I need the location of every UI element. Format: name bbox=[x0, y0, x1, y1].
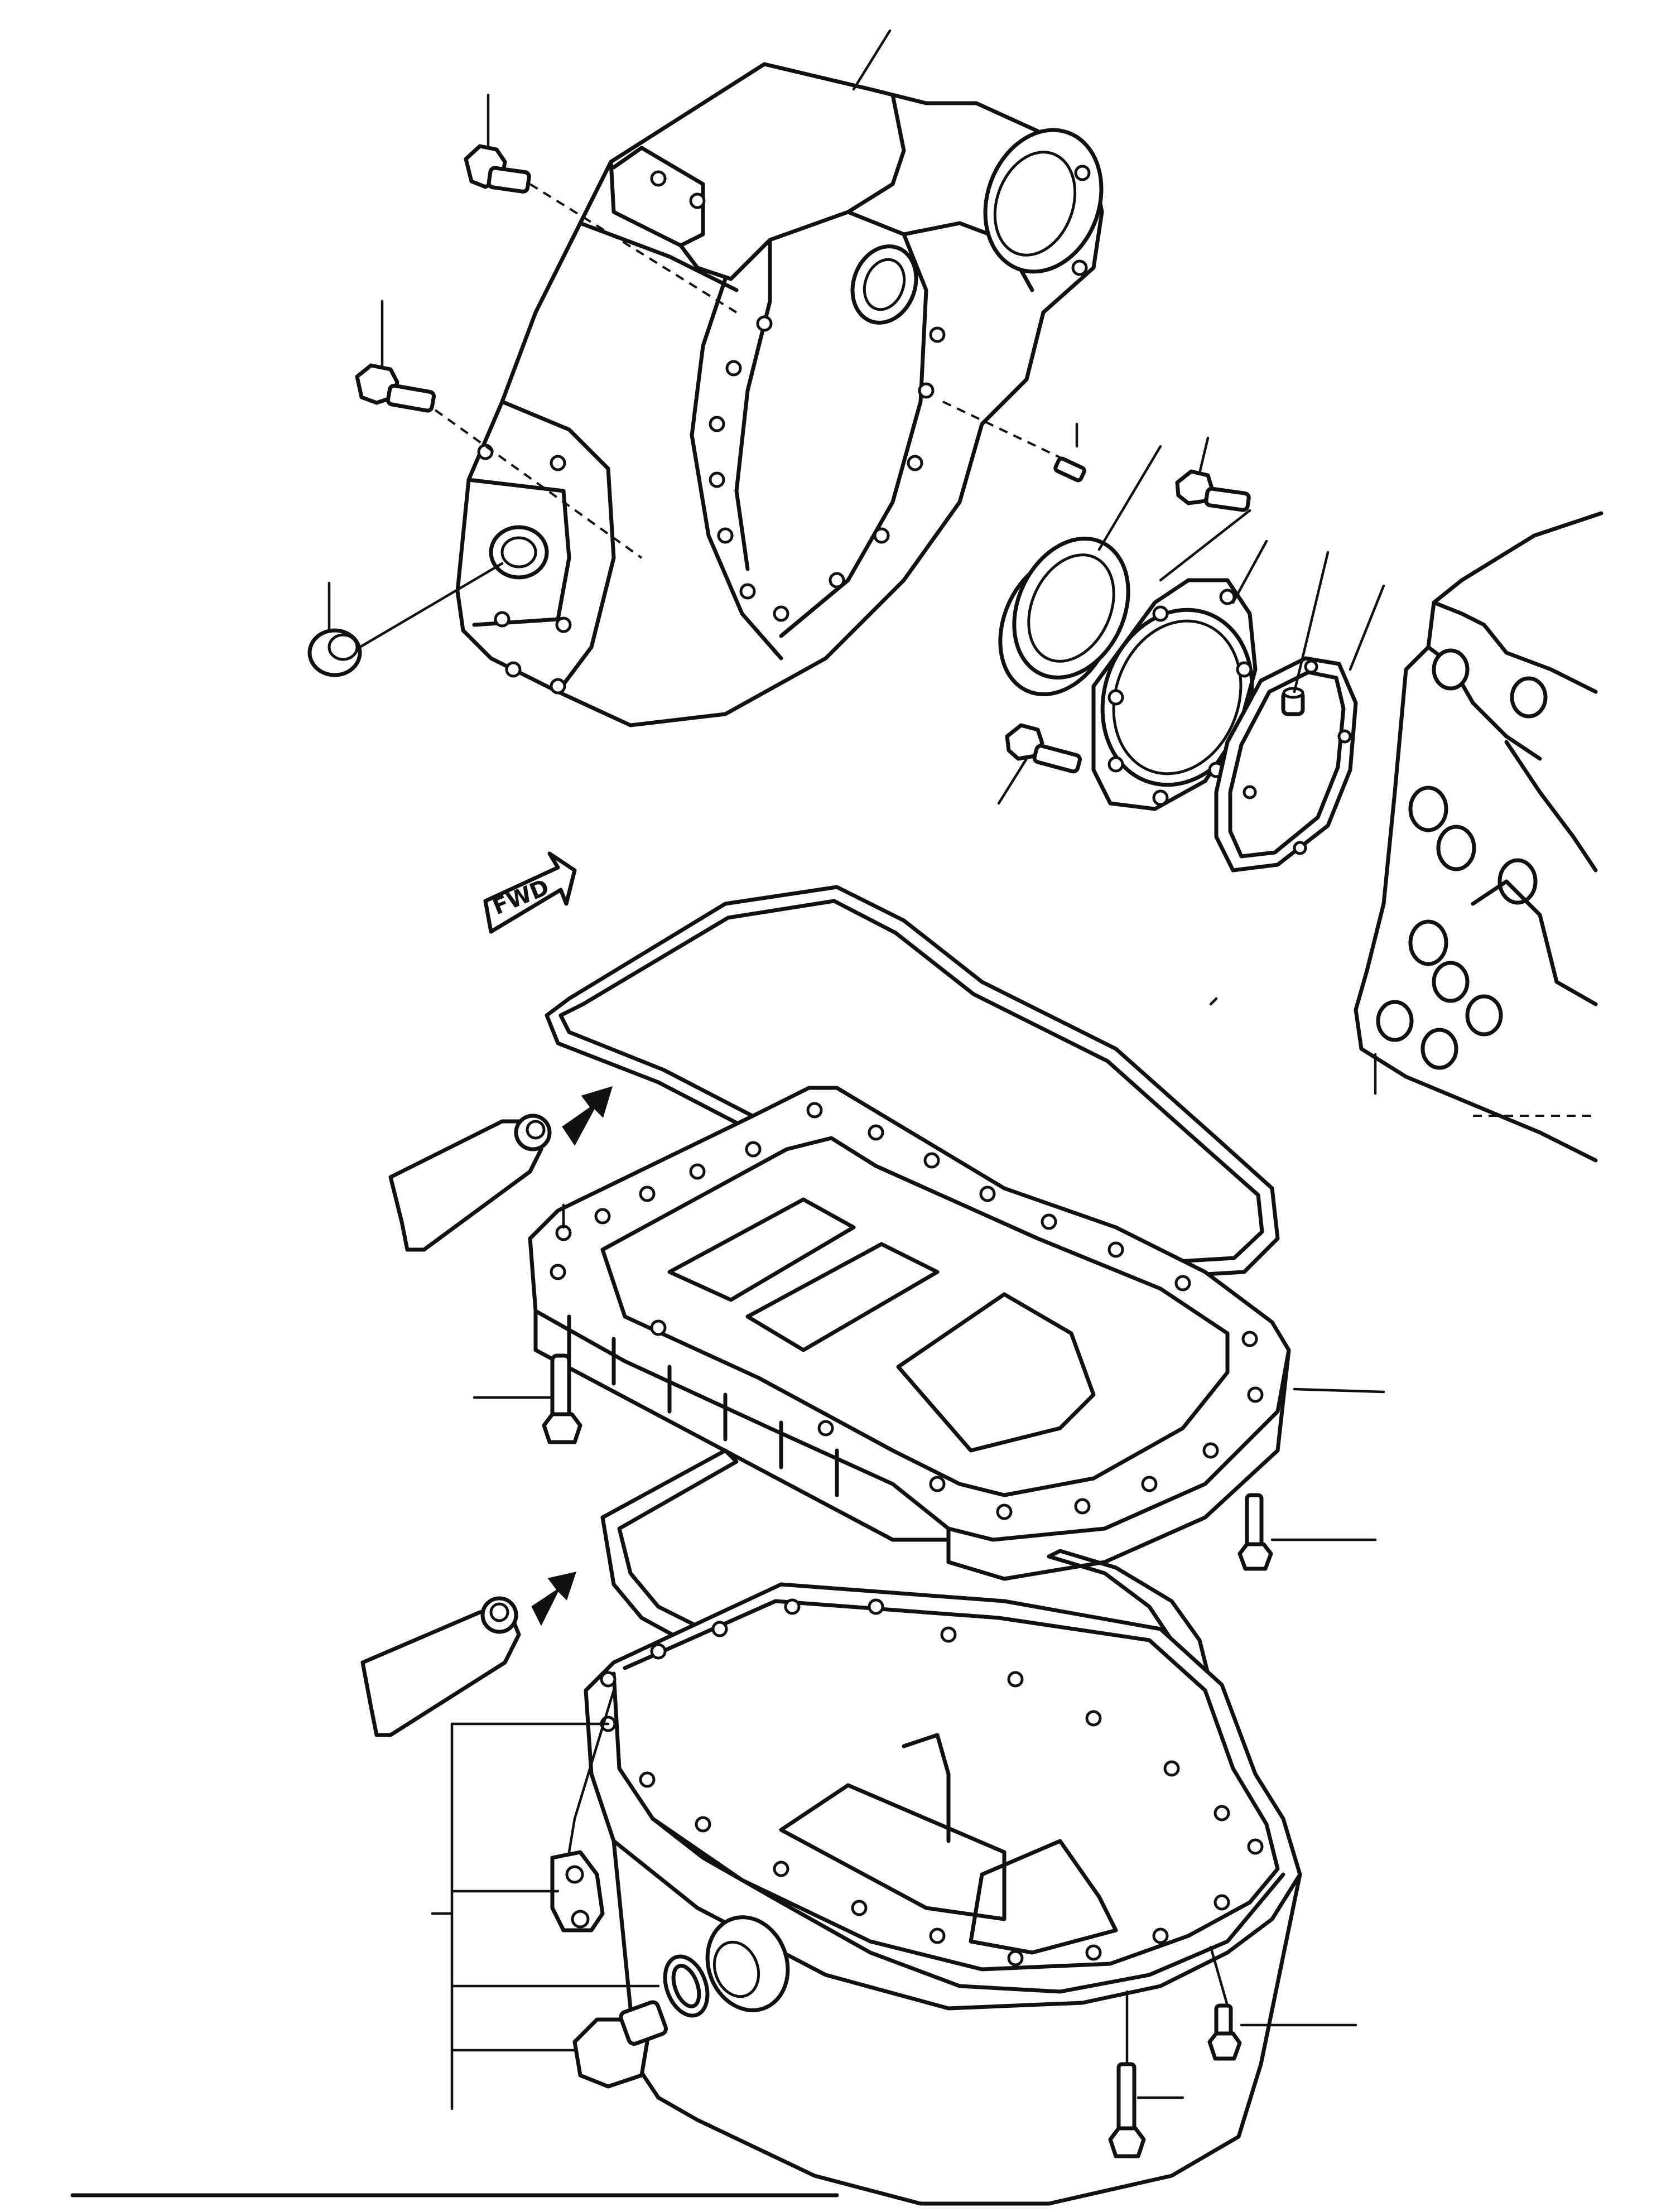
assembly-line bbox=[358, 562, 504, 649]
leader-line bbox=[1293, 551, 1330, 693]
sealant-tube-icon bbox=[388, 1114, 552, 1252]
bolt-icon bbox=[1237, 1493, 1273, 1571]
arrow-icon bbox=[531, 1572, 577, 1626]
leader-line bbox=[997, 757, 1028, 805]
fwd-arrow-badge: FWD bbox=[483, 851, 577, 934]
dowel-pin-icon bbox=[1281, 687, 1305, 716]
leader-line bbox=[1097, 445, 1162, 551]
leader-line bbox=[1349, 584, 1385, 671]
seal-retainer bbox=[1091, 578, 1258, 811]
bolt-icon bbox=[542, 1353, 582, 1444]
leader-line bbox=[1231, 539, 1268, 604]
assembly-line bbox=[573, 1689, 615, 1820]
bolt-icon bbox=[1108, 2062, 1146, 2158]
leader-line bbox=[1293, 1387, 1385, 1394]
bolt-icon bbox=[1175, 469, 1251, 512]
leader-line bbox=[852, 29, 892, 91]
mark bbox=[1209, 997, 1218, 1006]
drain-boss bbox=[705, 1915, 790, 2012]
group-bracket-lines bbox=[431, 1722, 660, 2110]
housing-plug bbox=[307, 628, 362, 677]
assembly-line bbox=[434, 409, 643, 559]
bolt-icon bbox=[1005, 723, 1082, 774]
sealant-tube-icon bbox=[360, 1596, 521, 1737]
o-ring-icon bbox=[663, 1954, 710, 2018]
assembly-line bbox=[942, 401, 1061, 459]
arrow-icon bbox=[562, 1086, 613, 1146]
dowel-pin-icon bbox=[1053, 456, 1086, 483]
lower-oil-pan bbox=[584, 1582, 1302, 2206]
bolt-icon bbox=[1207, 2003, 1242, 2061]
leader-line bbox=[1198, 436, 1210, 475]
oil-seal bbox=[998, 537, 1130, 696]
assembly-line bbox=[1209, 1945, 1229, 2007]
bolt-icon bbox=[464, 144, 531, 194]
upper-oil-pan bbox=[528, 1086, 1291, 1581]
engine-block bbox=[1354, 511, 1603, 1163]
gauge-bracket bbox=[550, 1850, 605, 1933]
assembly-line bbox=[1159, 509, 1251, 582]
leader-line bbox=[567, 1817, 576, 1854]
upper-oil-pan-gasket bbox=[545, 885, 1280, 1280]
drain-plug-icon bbox=[572, 2000, 668, 2089]
flywheel-housing bbox=[455, 62, 1104, 727]
retainer-gasket bbox=[1214, 656, 1358, 873]
bolt-icon bbox=[355, 363, 436, 413]
